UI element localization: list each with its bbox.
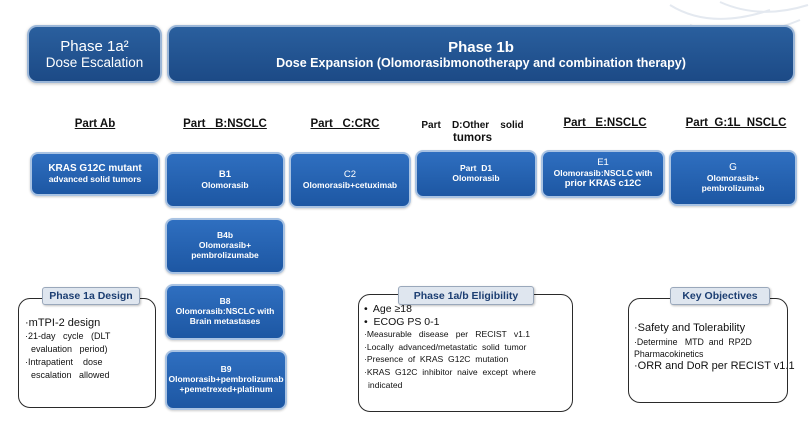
eligibility-tag: Phase 1a/b Eligibility [398,286,534,305]
design-panel: ·mTPI-2 design ·21-day cycle (DLT evalua… [18,298,156,408]
eligibility-panel: • Age ≥18 • ECOG PS 0-1 ·Measurable dise… [358,294,573,412]
design-item: ·mTPI-2 design [25,317,101,329]
arm-b9-line2: Olomorasib+pembrolizumab [168,374,284,385]
arm-b9-line3: +pemetrexed+platinum [179,383,273,394]
arm-b8-line2: Olomorasib:NSCLC with [175,306,275,317]
arm-g-line2: Olomorasib+ [706,172,760,183]
design-item: ·21-day cycle (DLT [25,331,111,341]
eligibility-item: ·Locally advanced/metastatic solid tumor [364,341,527,352]
eligibility-item: • Age ≥18 [364,303,412,315]
design-list: ·mTPI-2 design ·21-day cycle (DLT evalua… [25,317,110,382]
arm-b4b-line3: pembrolizumabe [191,249,259,260]
arm-kras-g12c: KRAS G12C mutant advanced solid tumors [30,152,160,196]
arm-kras-line2: advanced solid tumors [48,173,142,184]
phase-1b-box: Phase 1b Dose Expansion (Olomorasibmonot… [167,25,795,83]
part-ab-heading: Part Ab [74,118,116,130]
part-g-heading: Part G:1L NSCLC [685,117,787,129]
phase-1a-subtitle: Dose Escalation [45,55,144,70]
design-item: evaluation period) [31,344,108,354]
arm-b4b: B4b Olomorasib+ pembrolizumabe [165,218,285,274]
design-tag: Phase 1a Design [42,287,140,305]
objectives-panel: ·Safety and Tolerability ·Determine MTD … [628,298,795,403]
arm-g: G Olomorasib+ pembrolizumab [669,150,797,206]
arm-g-line1: G [729,162,737,174]
objectives-item: ·Safety and Tolerability [634,322,746,334]
objectives-list: ·Safety and Tolerability ·Determine MTD … [634,321,795,373]
eligibility-item: ·Measurable disease per RECIST v1.1 [364,329,531,340]
phase-1b-subtitle: Dose Expansion (Olomorasibmonotherapy an… [276,55,686,70]
eligibility-item: ·Presence of KRAS G12C mutation [364,354,509,365]
arm-d1: Part D1 Olomorasib [415,150,537,198]
part-d-heading-line1: Part D:Other solid [421,120,524,131]
arm-kras-line1: KRAS G12C mutant [48,163,142,175]
part-b-heading: Part B:NSCLC [183,118,267,130]
arm-c2: C2 Olomorasib+cetuximab [289,152,411,208]
part-e-heading: Part E:NSCLC [563,117,647,129]
arm-e1: E1 Olomorasib:NSCLC with prior KRAS c12C [541,150,665,198]
arm-b1-line2: Olomorasib [201,179,249,190]
eligibility-item: • ECOG PS 0-1 [364,315,440,328]
phase-1a-box: Phase 1a² Dose Escalation [27,25,162,83]
arm-g-line3: pembrolizumab [701,182,765,193]
arm-c2-line1: C2 [343,168,357,180]
arm-b8: B8 Olomorasib:NSCLC with Brain metastase… [165,284,285,340]
phase-1a-title: Phase 1a² [60,38,129,55]
design-item: ·Intrapatient dose [25,357,103,367]
arm-e1-line3: prior KRAS c12C [564,177,642,189]
arm-b9: B9 Olomorasib+pembrolizumab +pemetrexed+… [165,350,287,410]
arm-b4b-line2: Olomorasib+ [198,240,252,251]
arm-b9-line1: B9 [220,364,232,375]
arm-b1: B1 Olomorasib [165,152,285,208]
arm-b8-line1: B8 [219,296,231,307]
arm-c2-line2: Olomorasib+cetuximab [302,179,398,190]
phase-1b-title: Phase 1b [448,38,514,56]
arm-d1-line1: Part D1 [459,163,493,174]
arm-b8-line3: Brain metastases [189,315,261,326]
part-d-heading: Part D:Other solid tumors [410,120,535,144]
objectives-item: Pharmacokinetics [634,349,704,359]
objectives-item: ·ORR and DoR per RECIST v1.1 [634,360,795,372]
design-item: escalation allowed [31,370,110,380]
arm-b1-line1: B1 [218,168,232,180]
part-c-heading: Part C:CRC [310,118,380,130]
eligibility-list: • Age ≥18 • ECOG PS 0-1 ·Measurable dise… [364,303,536,391]
part-d-heading-line2: tumors [453,132,492,144]
arm-d1-line2: Olomorasib [452,173,500,183]
objectives-item: ·Determine MTD and RP2D [634,337,752,347]
eligibility-item: indicated [368,379,403,390]
arm-e1-line2: Olomorasib:NSCLC with [553,168,653,179]
arm-e1-line1: E1 [597,157,609,169]
objectives-tag: Key Objectives [670,287,770,305]
arm-b4b-line1: B4b [216,230,234,241]
eligibility-item: ·KRAS G12C inhibitor naive except where [364,366,536,377]
